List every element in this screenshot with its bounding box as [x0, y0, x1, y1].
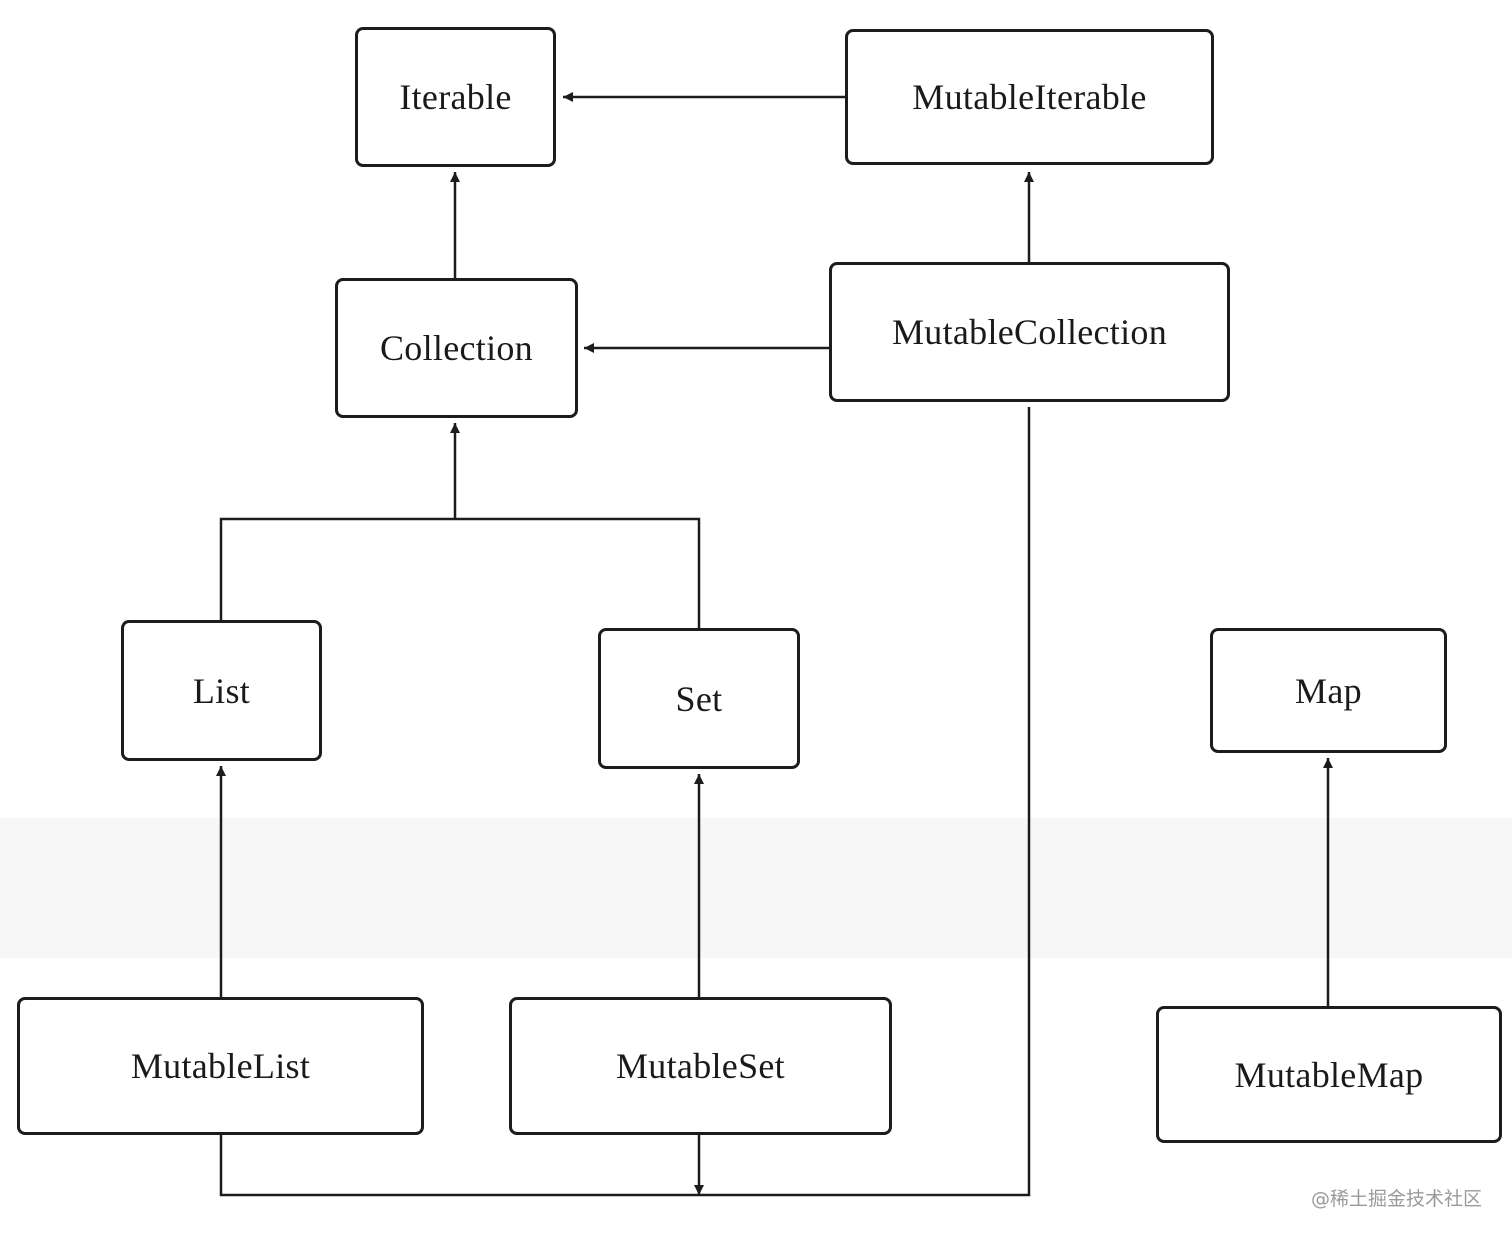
node-mutable-collection[interactable]: MutableCollection — [829, 262, 1230, 402]
edge-list-set-to-collection — [219, 423, 701, 628]
node-collection[interactable]: Collection — [335, 278, 578, 418]
background-band — [0, 818, 1512, 958]
watermark: @稀土掘金技术社区 — [1310, 1188, 1482, 1210]
node-map[interactable]: Map — [1210, 628, 1447, 753]
node-mutable-iterable[interactable]: MutableIterable — [845, 29, 1214, 165]
node-iterable[interactable]: Iterable — [355, 27, 556, 167]
node-set[interactable]: Set — [598, 628, 800, 769]
node-mutable-map[interactable]: MutableMap — [1156, 1006, 1502, 1143]
node-list[interactable]: List — [121, 620, 322, 761]
node-mutable-set[interactable]: MutableSet — [509, 997, 892, 1135]
edge-mutable-list-set-to-mutable-collection — [219, 407, 1031, 1195]
node-mutable-list[interactable]: MutableList — [17, 997, 424, 1135]
